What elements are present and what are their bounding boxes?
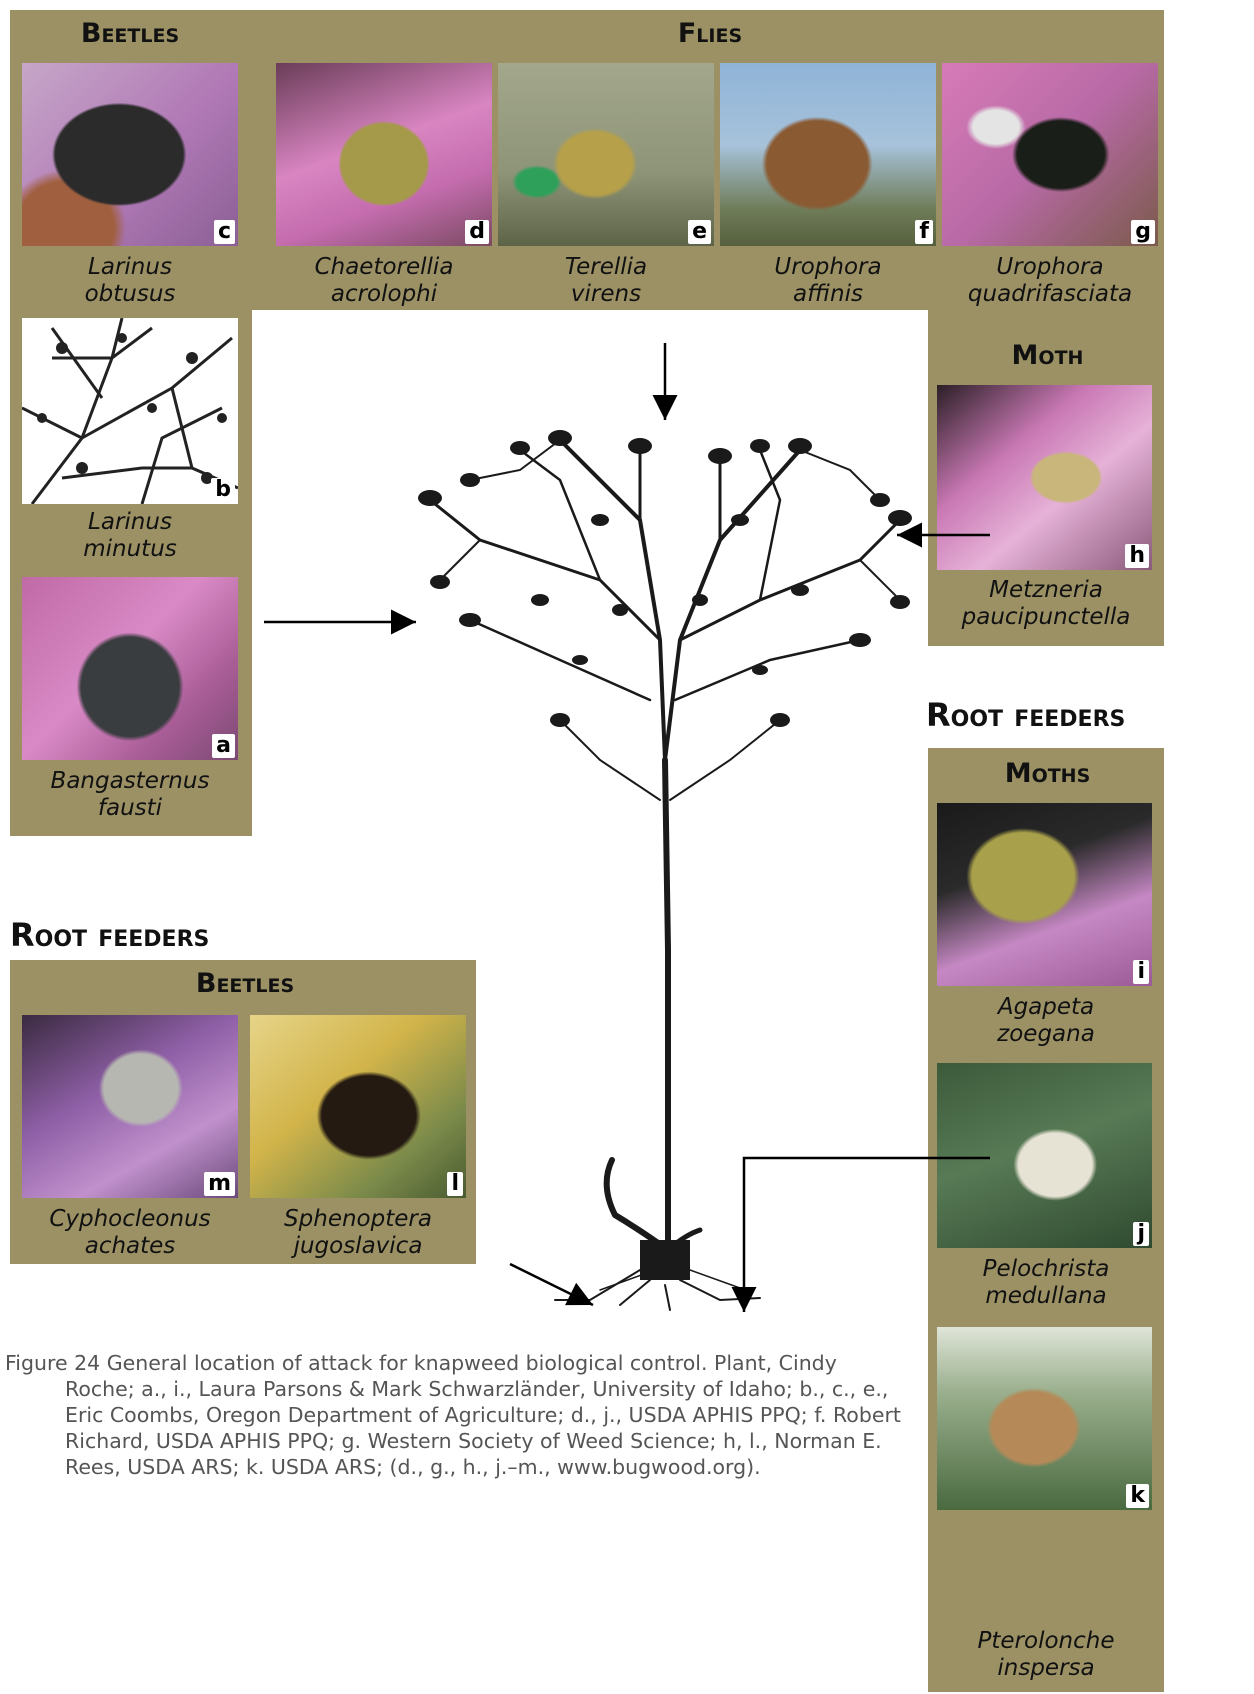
knapweed-plant-icon xyxy=(430,440,900,1250)
figure-caption: Figure 24 General location of attack for… xyxy=(5,1350,905,1480)
arrow-root-beetles xyxy=(510,1264,593,1305)
arrows xyxy=(264,343,990,1312)
caption-text: Figure 24 General location of attack for… xyxy=(5,1350,905,1480)
root-crown xyxy=(640,1240,690,1280)
plant-roots xyxy=(555,1160,760,1310)
arrow-root-moths xyxy=(744,1158,990,1312)
plant-flowerheads xyxy=(418,430,912,727)
